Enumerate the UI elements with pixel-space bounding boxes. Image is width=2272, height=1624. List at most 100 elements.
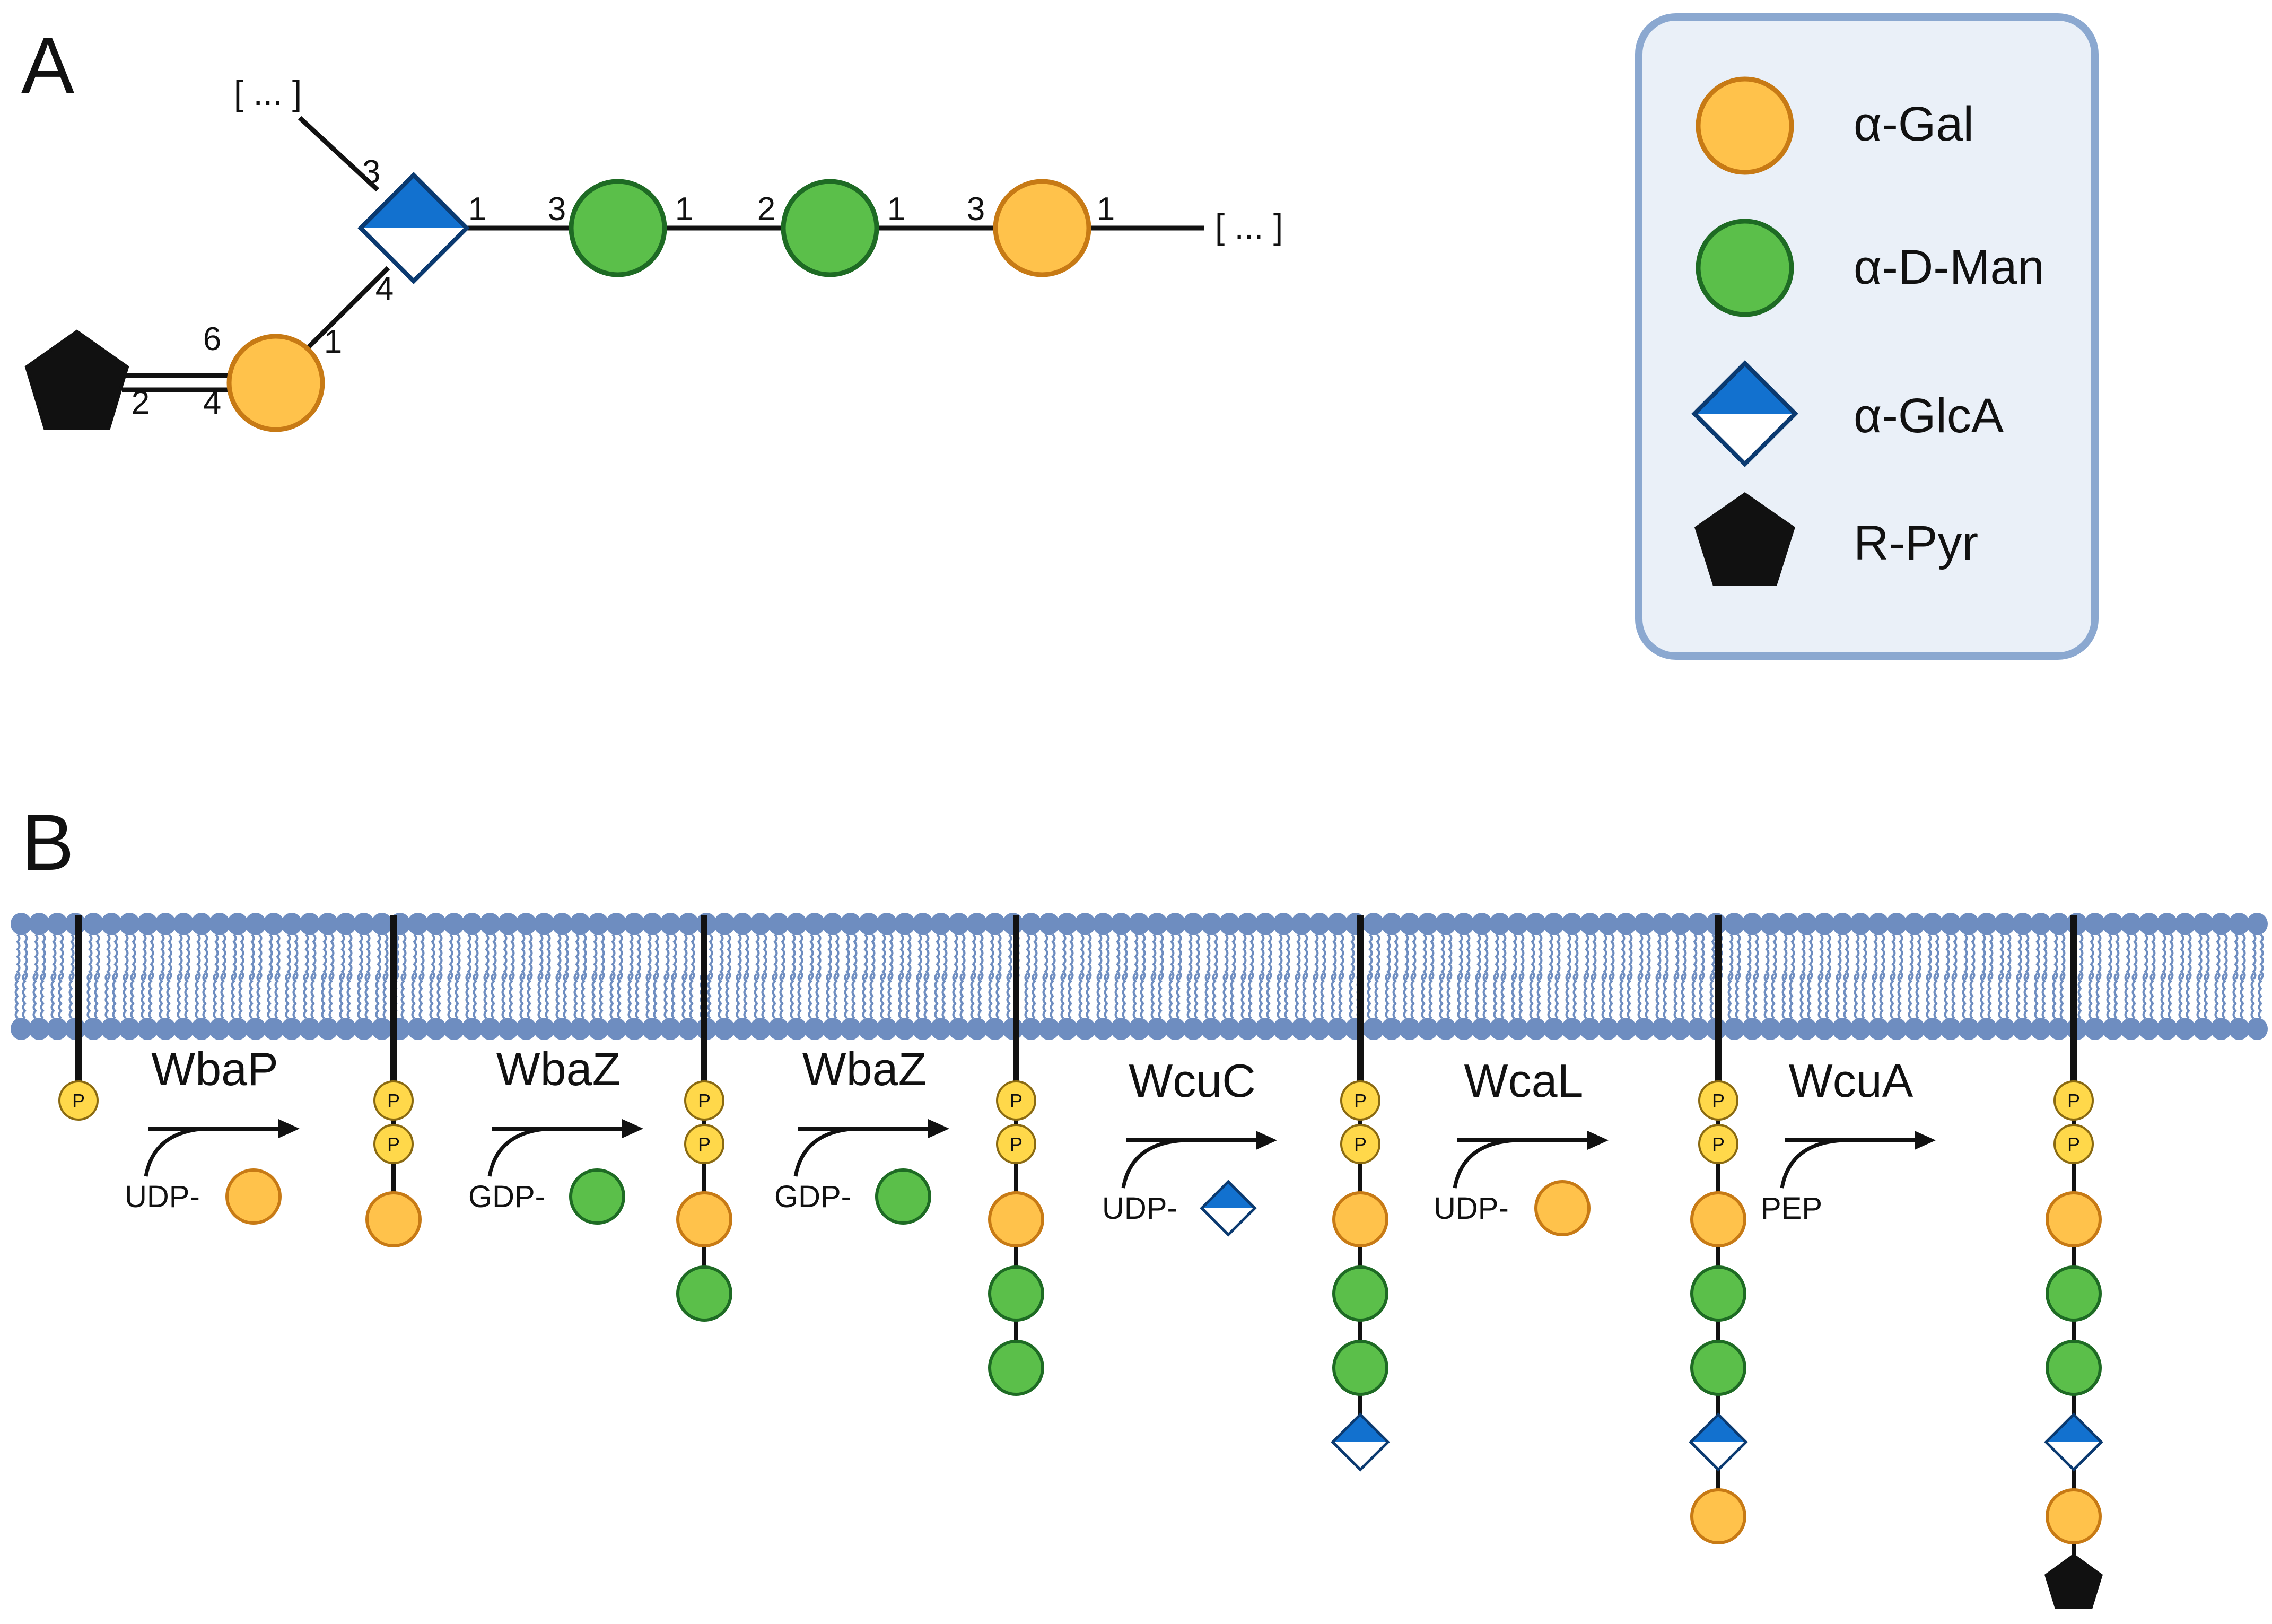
gal-circle-icon	[676, 1191, 732, 1247]
arrow-head-icon	[622, 1119, 643, 1138]
membrane-head-bottom	[1399, 1018, 1420, 1040]
membrane-head-top	[425, 913, 447, 935]
membrane-head-top	[732, 913, 753, 935]
membrane-head-top	[984, 913, 1006, 935]
linkage-man2-in: 2	[757, 191, 775, 228]
arrow-head-icon	[1256, 1131, 1277, 1150]
phosphate-label: P	[2067, 1090, 2080, 1112]
membrane-head-top	[1074, 913, 1096, 935]
membrane-head-bottom	[29, 1018, 50, 1040]
membrane-head-bottom	[624, 1018, 645, 1040]
enzyme-label: WbaZ	[496, 1043, 621, 1095]
membrane-head-top	[822, 913, 843, 935]
membrane-head-top	[1796, 913, 1817, 935]
membrane-head-bottom	[227, 1018, 248, 1040]
legend-man-circle-icon	[1696, 219, 1794, 317]
membrane-head-bottom	[1724, 1018, 1745, 1040]
membrane-head-bottom	[1579, 1018, 1601, 1040]
membrane-head-top	[1201, 913, 1222, 935]
phosphate-icon	[2053, 1080, 2094, 1121]
membrane-head-bottom	[1814, 1018, 1835, 1040]
membrane-head-top	[1543, 913, 1565, 935]
membrane-head-top	[1489, 913, 1510, 935]
membrane-head-top	[2192, 913, 2214, 935]
membrane-head-top	[119, 913, 140, 935]
gal-circle-icon	[1534, 1180, 1591, 1236]
membrane-head-bottom	[1291, 1018, 1312, 1040]
membrane-head-top	[948, 913, 969, 935]
man-circle-icon	[676, 1265, 732, 1322]
membrane-head-bottom	[1651, 1018, 1673, 1040]
membrane-head-top	[1237, 913, 1258, 935]
membrane-head-top	[155, 913, 176, 935]
membrane-head-bottom	[1165, 1018, 1186, 1040]
membrane-head-top	[1976, 913, 1997, 935]
membrane-head-top	[515, 913, 537, 935]
legend-label-man: α-D-Man	[1854, 240, 2044, 294]
man-circle-icon	[875, 1168, 931, 1225]
membrane-head-bottom	[2229, 1018, 2250, 1040]
membrane-head-bottom	[2174, 1018, 2196, 1040]
membrane-head-top	[1417, 913, 1438, 935]
membrane-head-bottom	[966, 1018, 988, 1040]
membrane-head-top	[263, 913, 284, 935]
gal-circle-icon	[988, 1191, 1044, 1247]
intermediate-6: PP	[2044, 915, 2103, 1609]
membrane-head-top	[1994, 913, 2015, 935]
legend-label-gal: α-Gal	[1854, 97, 1974, 151]
glca-diamond-top	[1334, 1416, 1386, 1442]
phosphate-icon	[684, 1124, 724, 1164]
membrane-head-top	[1020, 913, 1042, 935]
membrane-head-top	[678, 913, 699, 935]
membrane-head-top	[1760, 913, 1781, 935]
linkage-upper-branch: 3	[362, 154, 380, 190]
phosphate-icon	[1698, 1080, 1738, 1121]
donor-curve	[1453, 1138, 1516, 1189]
membrane-head-top	[1561, 913, 1583, 935]
membrane-head-bottom	[948, 1018, 969, 1040]
membrane-head-bottom	[1778, 1018, 1799, 1040]
membrane-head-top	[912, 913, 933, 935]
membrane-head-top	[137, 913, 158, 935]
membrane-head-bottom	[1670, 1018, 1691, 1040]
membrane-head-bottom	[2192, 1018, 2214, 1040]
membrane-head-bottom	[552, 1018, 573, 1040]
membrane-head-top	[1399, 913, 1420, 935]
membrane-head-bottom	[570, 1018, 591, 1040]
membrane-head-bottom	[2156, 1018, 2178, 1040]
membrane-head-bottom	[606, 1018, 627, 1040]
membrane-head-bottom	[786, 1018, 807, 1040]
phosphate-label: P	[387, 1133, 400, 1155]
membrane-head-top	[1904, 913, 1925, 935]
membrane-head-bottom	[1958, 1018, 1979, 1040]
phosphate-label: P	[1354, 1090, 1367, 1112]
membrane-head-bottom	[245, 1018, 266, 1040]
membrane-head-bottom	[1760, 1018, 1781, 1040]
membrane-head-bottom	[101, 1018, 122, 1040]
membrane-head-top	[1471, 913, 1492, 935]
membrane-head-bottom	[425, 1018, 447, 1040]
man-circle-icon	[988, 1340, 1044, 1396]
glca-diamond-top	[1203, 1183, 1253, 1208]
enzyme-label: WcuC	[1129, 1054, 1256, 1107]
gal-circle-icon	[1690, 1488, 1746, 1544]
membrane-head-bottom	[1273, 1018, 1294, 1040]
membrane-head-bottom	[515, 1018, 537, 1040]
membrane-head-bottom	[353, 1018, 374, 1040]
membrane-head-top	[2084, 913, 2105, 935]
membrane-head-top	[2102, 913, 2124, 935]
linkage-numbers: 3 1 3 1 2 1 3 1 4 1 6 4 2	[132, 154, 1115, 421]
phosphate-icon	[373, 1080, 414, 1121]
donor-label: GDP-	[774, 1180, 851, 1214]
gal-circle-icon	[2046, 1191, 2102, 1247]
linkage-glca-out: 1	[468, 191, 486, 228]
man-circle-icon	[2046, 1340, 2102, 1396]
membrane-head-bottom	[1255, 1018, 1276, 1040]
membrane-head-top	[1453, 913, 1474, 935]
membrane-head-top	[1742, 913, 1763, 935]
membrane-head-top	[1111, 913, 1132, 935]
gal-circle-icon	[1690, 1191, 1746, 1247]
